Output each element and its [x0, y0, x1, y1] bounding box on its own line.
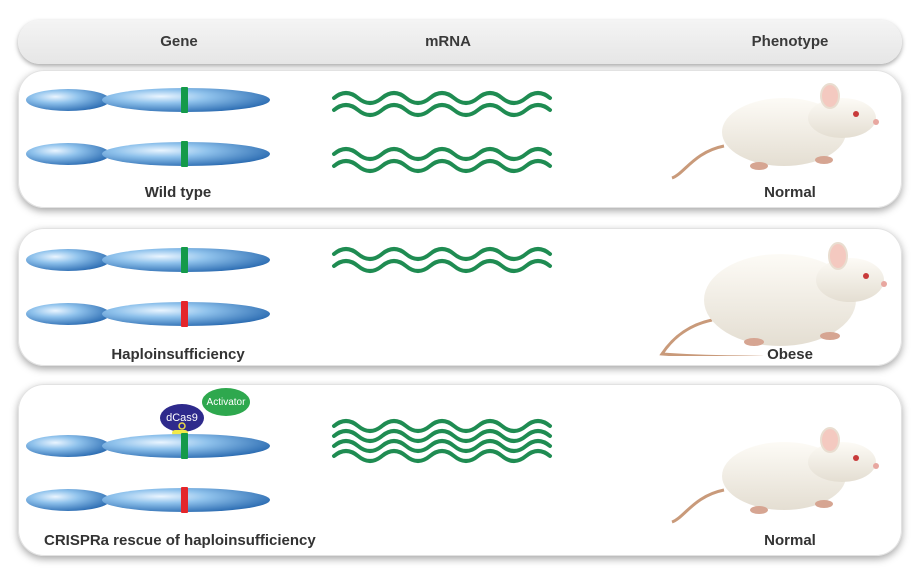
chromosome-2: [26, 141, 270, 167]
header-phenotype: Phenotype: [751, 33, 829, 50]
guide-rna-bar: [172, 430, 188, 436]
header-gene: Gene: [160, 33, 198, 50]
column-header-bar: Gene mRNA Phenotype: [18, 20, 902, 64]
phenotype-label: Normal: [764, 184, 816, 201]
dcas9-label: dCas9: [166, 412, 198, 424]
panel-haploinsufficiency: Haploinsufficiency Obese: [18, 228, 902, 366]
mouse-obese-icon: [659, 242, 887, 356]
panel-wild-type: Wild type Normal: [18, 70, 902, 208]
mouse-normal-icon: [671, 83, 879, 180]
chromosome-1: [26, 247, 270, 273]
mrna-strand: [332, 147, 552, 173]
allele-functional: [181, 247, 188, 273]
panel-label: Wild type: [144, 184, 212, 201]
mouse-normal-icon: [671, 427, 879, 524]
panel-crispra-rescue: Activator dCas9 CRISPRa rescue of haploi…: [18, 384, 902, 556]
phenotype-label: Normal: [764, 532, 816, 549]
panel-label: CRISPRa rescue of haploinsufficiency: [44, 532, 316, 549]
chromosome-2: [26, 301, 270, 327]
mrna-strand-stack: [332, 419, 552, 463]
allele-mutant: [181, 487, 188, 513]
header-mrna: mRNA: [425, 33, 471, 50]
activator-label: Activator: [206, 396, 246, 408]
chromosome-1: [26, 433, 270, 459]
allele-functional: [181, 433, 188, 459]
phenotype-label: Obese: [767, 346, 813, 363]
chromosome-1: [26, 87, 270, 113]
mrna-strand: [332, 91, 552, 117]
activator-protein: Activator: [202, 388, 250, 416]
panel-label: Haploinsufficiency: [111, 346, 245, 363]
guide-rna-loop-icon: [178, 422, 186, 430]
allele-functional: [181, 87, 188, 113]
dcas9-protein: dCas9: [160, 404, 204, 432]
mrna-strand: [332, 247, 552, 273]
chromosome-2: [26, 487, 270, 513]
allele-mutant: [181, 301, 188, 327]
allele-functional: [181, 141, 188, 167]
